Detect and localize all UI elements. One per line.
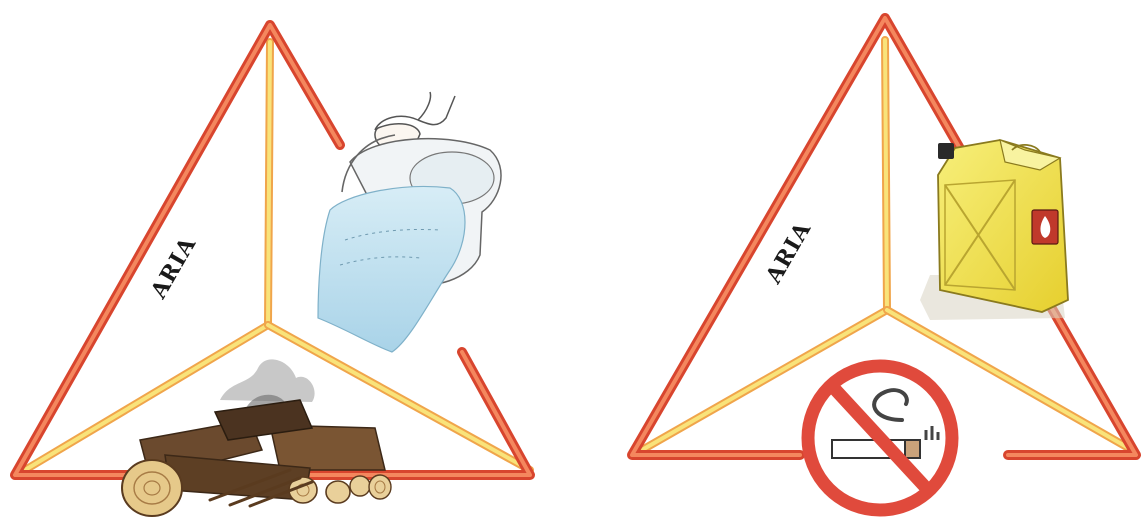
no-smoking-icon (808, 366, 952, 510)
burning-logs-icon (122, 359, 391, 516)
bucket-pouring-water-icon (318, 92, 501, 352)
left-panel: ARIA (15, 25, 530, 516)
right-panel: ARIA (632, 18, 1136, 510)
fuel-jerrycan-icon (920, 140, 1068, 320)
left-aria-label: ARIA (145, 232, 201, 304)
